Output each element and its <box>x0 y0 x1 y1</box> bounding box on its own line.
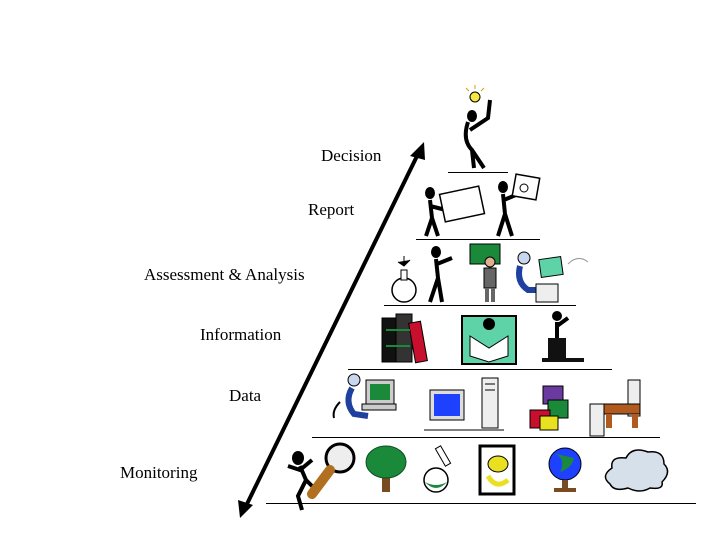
floppy-disks-icon <box>529 385 569 431</box>
tree-icon <box>365 445 407 492</box>
desktop-workstation-icon <box>424 377 504 431</box>
level-label-assessment-analysis: Assessment & Analysis <box>144 265 305 284</box>
chemistry-flask-icon <box>423 445 452 493</box>
double-arrow <box>238 142 425 518</box>
level-label-report: Report <box>308 200 355 219</box>
books-stack-icon <box>381 313 428 364</box>
shelf-information <box>348 369 612 370</box>
speaker-at-podium-icon <box>542 311 584 362</box>
reader-with-newspaper-icon <box>461 315 517 365</box>
shelf-data <box>312 437 660 438</box>
level-label-information: Information <box>200 325 282 344</box>
level-label-decision: Decision <box>321 146 382 165</box>
office-desk-building-icon <box>589 379 641 437</box>
shelf-assessment <box>384 305 576 306</box>
chameleon-icon <box>478 444 516 496</box>
shelf-decision <box>448 172 508 173</box>
figure-with-presentation-board-icon <box>424 185 486 237</box>
businessman-at-blackboard-icon <box>469 243 501 302</box>
shelf-monitoring <box>266 503 696 504</box>
figure-with-magnifier-icon <box>287 442 356 511</box>
person-at-computer-icon <box>516 251 589 303</box>
globe-icon <box>548 447 582 492</box>
shelf-report <box>416 239 540 240</box>
figure-with-flipchart-icon <box>496 173 541 237</box>
figure-pointing-at-chart-icon <box>428 246 453 303</box>
lightbulb-thinker-figure-icon <box>463 85 492 170</box>
level-label-data: Data <box>229 386 262 405</box>
operator-at-computer-icon <box>332 373 397 419</box>
figure-with-ink-flask-icon <box>391 256 417 303</box>
level-label-monitoring: Monitoring <box>120 463 198 482</box>
cloud-icon <box>604 449 669 492</box>
